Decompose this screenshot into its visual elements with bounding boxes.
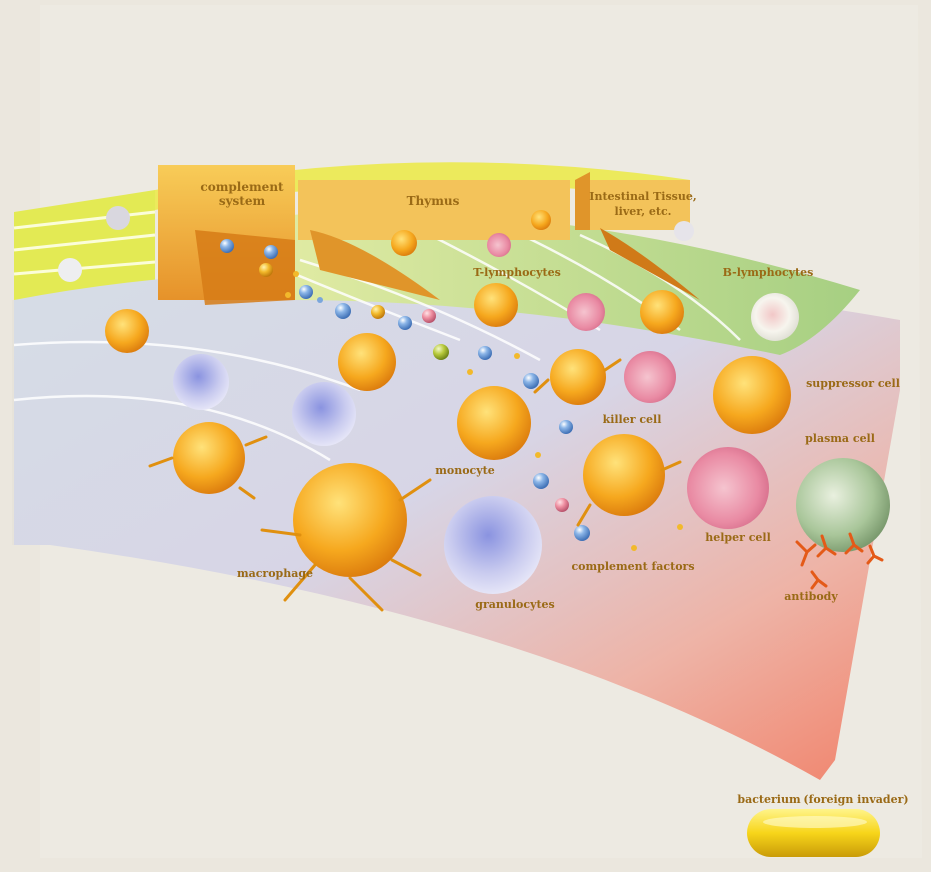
label-complement-factors: complement factors [571,560,694,573]
thymus-cell-3 [531,210,551,230]
t-lymphocyte [474,283,518,327]
label-plasma-cell: plasma cell [805,432,875,445]
label-foreign-invader: (foreign invader) [803,793,908,806]
plasma-cell [796,458,890,552]
stem-cell-2 [58,258,82,282]
granulocyte-cell [444,496,542,594]
label-monocyte: monocyte [435,464,494,477]
label-intestinal-line2: liver, etc. [614,205,671,218]
granulocyte-precursor-2 [292,382,356,446]
suppressor-cell [713,356,791,434]
b-lymphocyte [751,293,799,341]
thymus-cell [391,230,417,256]
precursor-cell [105,309,149,353]
t-lymphocyte-3 [640,290,684,334]
label-antibody: antibody [784,590,838,603]
label-granulocytes: granulocytes [475,598,555,611]
label-t-lymphocytes: T-lymphocytes [473,266,561,279]
label-helper-cell: helper cell [705,531,771,544]
helper-cell-precursor [624,351,676,403]
tissue-cell [674,221,694,241]
bacterium-highlight [763,816,867,828]
macrophage-cell [293,463,407,577]
monocyte-cell [457,386,531,460]
label-thymus: Thymus [407,194,460,208]
macrophage-young [173,422,245,494]
helper-cell [687,447,769,529]
stem-cell [106,206,130,230]
label-intestinal-line1: Intestinal Tissue, [589,190,696,203]
killer-cell-precursor [550,349,606,405]
label-killer-cell: killer cell [603,413,662,426]
t-lymphocyte-2 [567,293,605,331]
killer-cell [583,434,665,516]
monocyte-precursor [338,333,396,391]
label-bacterium: bacterium [737,793,801,806]
granulocyte-precursor [173,354,229,410]
thymus-cell-2 [487,233,511,257]
label-macrophage: macrophage [237,567,313,580]
label-b-lymphocytes: B-lymphocytes [723,266,814,279]
label-suppressor-cell: suppressor cell [806,377,900,390]
